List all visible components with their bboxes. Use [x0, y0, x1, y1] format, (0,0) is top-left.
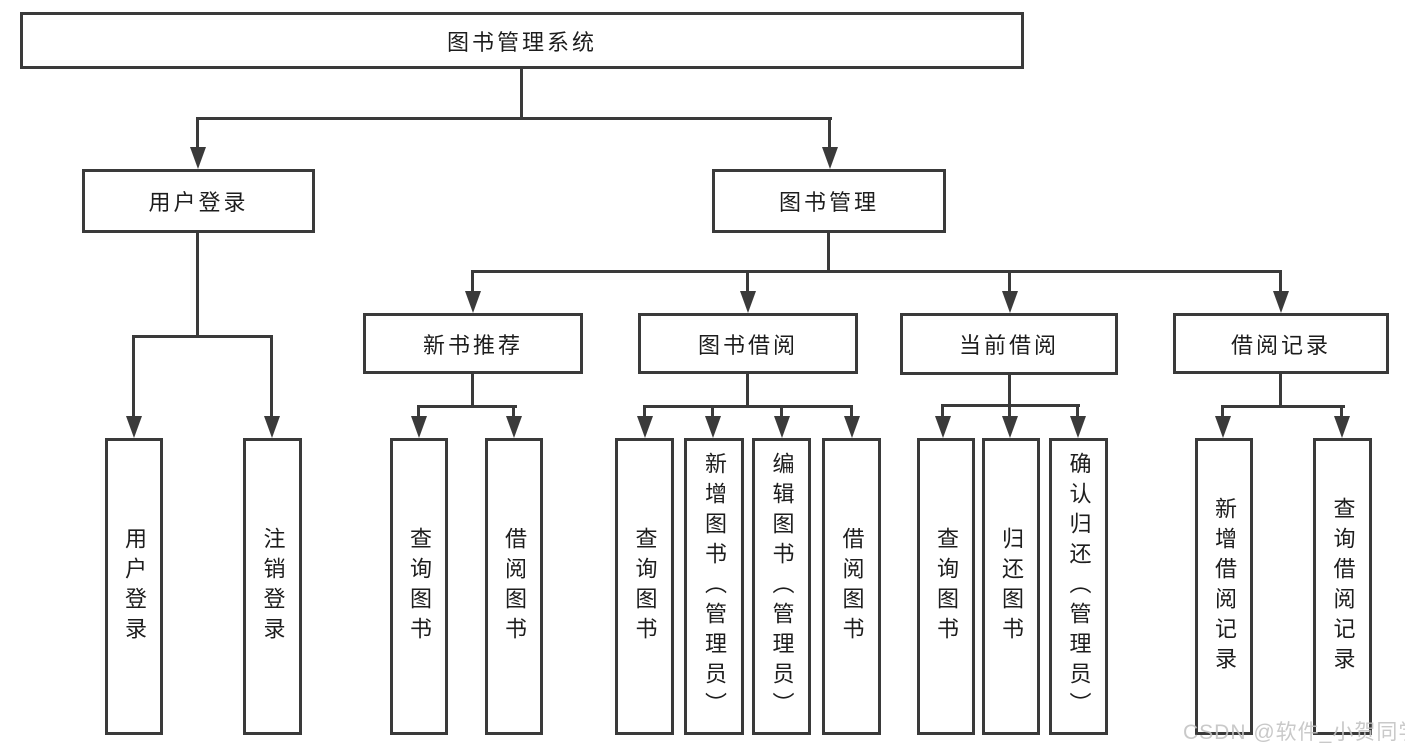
arrowhead-down [1334, 416, 1350, 438]
node-borrowing-records-label: 借阅记录 [1230, 332, 1331, 358]
arrowhead-down [740, 291, 756, 313]
leaf-borrow-books-label: 借阅图书 [839, 526, 865, 647]
leaf-query-books-borrow: 查询图书 [615, 438, 674, 735]
leaf-query-books-current-label: 查询图书 [934, 526, 959, 647]
leaf-add-borrow-record: 新增借阅记录 [1195, 438, 1253, 735]
connector-line [711, 405, 714, 419]
arrowhead-down [637, 416, 653, 438]
leaf-user-login: 用户登录 [105, 438, 163, 735]
connector-line [417, 405, 517, 408]
leaf-query-books-borrow-label: 查询图书 [632, 526, 658, 647]
connector-line [1008, 375, 1011, 407]
connector-line [1279, 374, 1282, 408]
node-book-borrowing: 图书借阅 [638, 313, 858, 374]
connector-line [1221, 405, 1224, 419]
connector-line [827, 233, 830, 273]
node-library-system-label: 图书管理系统 [446, 29, 597, 55]
arrowhead-down [190, 147, 206, 169]
node-user-login-label: 用户登录 [148, 190, 249, 215]
connector-line [132, 335, 135, 420]
arrowhead-down [1070, 416, 1086, 438]
arrowhead-down [1215, 416, 1231, 438]
connector-line [746, 374, 749, 408]
connector-line [643, 405, 853, 408]
leaf-edit-books-admin-label: 编辑图书（管理员） [769, 451, 795, 722]
connector-line [1340, 405, 1343, 419]
arrowhead-down [126, 416, 142, 438]
connector-line [512, 405, 515, 419]
arrowhead-down [705, 416, 721, 438]
connector-line [850, 405, 853, 419]
arrowhead-down [1273, 291, 1289, 313]
node-library-system: 图书管理系统 [20, 12, 1024, 69]
connector-line [471, 270, 1282, 273]
connector-line [196, 117, 832, 120]
leaf-user-login-label: 用户登录 [122, 526, 147, 647]
node-book-borrowing-label: 图书借阅 [697, 332, 798, 358]
connector-line [417, 405, 420, 419]
leaf-edit-books-admin: 编辑图书（管理员） [752, 438, 811, 735]
csdn-watermark: CSDN @软件_小贺同学 [1183, 721, 1405, 744]
arrowhead-down [844, 416, 860, 438]
arrowhead-down [264, 416, 280, 438]
node-book-management: 图书管理 [712, 169, 946, 233]
leaf-query-books-recommend-label: 查询图书 [407, 526, 432, 647]
connector-line [270, 335, 273, 420]
arrowhead-down [1002, 291, 1018, 313]
arrowhead-down [465, 291, 481, 313]
leaf-query-borrow-record-label: 查询借阅记录 [1330, 496, 1356, 677]
connector-line [196, 233, 199, 338]
connector-line [746, 270, 749, 294]
arrowhead-down [1002, 416, 1018, 438]
connector-line [1008, 270, 1011, 294]
leaf-confirm-return-admin: 确认归还（管理员） [1049, 438, 1108, 735]
arrowhead-down [506, 416, 522, 438]
connector-line [643, 405, 646, 419]
leaf-return-books-label: 归还图书 [999, 526, 1024, 647]
connector-line [1008, 404, 1011, 419]
node-new-book-recommend: 新书推荐 [363, 313, 583, 374]
leaf-add-borrow-record-label: 新增借阅记录 [1212, 496, 1237, 677]
connector-line [1221, 405, 1345, 408]
node-borrowing-records: 借阅记录 [1173, 313, 1389, 374]
leaf-logout: 注销登录 [243, 438, 302, 735]
leaf-borrow-books-recommend-label: 借阅图书 [502, 526, 527, 647]
leaf-borrow-books-recommend: 借阅图书 [485, 438, 543, 735]
connector-line [828, 117, 831, 153]
leaf-add-books-admin-label: 新增图书（管理员） [702, 451, 727, 722]
leaf-add-books-admin: 新增图书（管理员） [684, 438, 744, 735]
leaf-logout-label: 注销登录 [260, 526, 286, 647]
arrowhead-down [411, 416, 427, 438]
leaf-borrow-books: 借阅图书 [822, 438, 881, 735]
connector-line [132, 335, 273, 338]
node-user-login: 用户登录 [82, 169, 315, 233]
arrowhead-down [822, 147, 838, 169]
node-current-borrowing: 当前借阅 [900, 313, 1118, 375]
connector-line [941, 404, 944, 419]
leaf-query-borrow-record: 查询借阅记录 [1313, 438, 1372, 735]
leaf-return-books: 归还图书 [982, 438, 1040, 735]
leaf-query-books-current: 查询图书 [917, 438, 975, 735]
node-book-management-label: 图书管理 [778, 190, 879, 215]
leaf-confirm-return-admin-label: 确认归还（管理员） [1066, 451, 1092, 722]
connector-line [780, 405, 783, 419]
connector-line [471, 270, 474, 294]
connector-line [471, 374, 474, 408]
leaf-query-books-recommend: 查询图书 [390, 438, 448, 735]
arrowhead-down [774, 416, 790, 438]
connector-line [1076, 404, 1079, 419]
connector-line [196, 117, 199, 153]
node-new-book-recommend-label: 新书推荐 [422, 332, 523, 358]
node-current-borrowing-label: 当前借阅 [958, 333, 1059, 358]
connector-line [1279, 270, 1282, 294]
connector-line [520, 69, 523, 119]
arrowhead-down [935, 416, 951, 438]
